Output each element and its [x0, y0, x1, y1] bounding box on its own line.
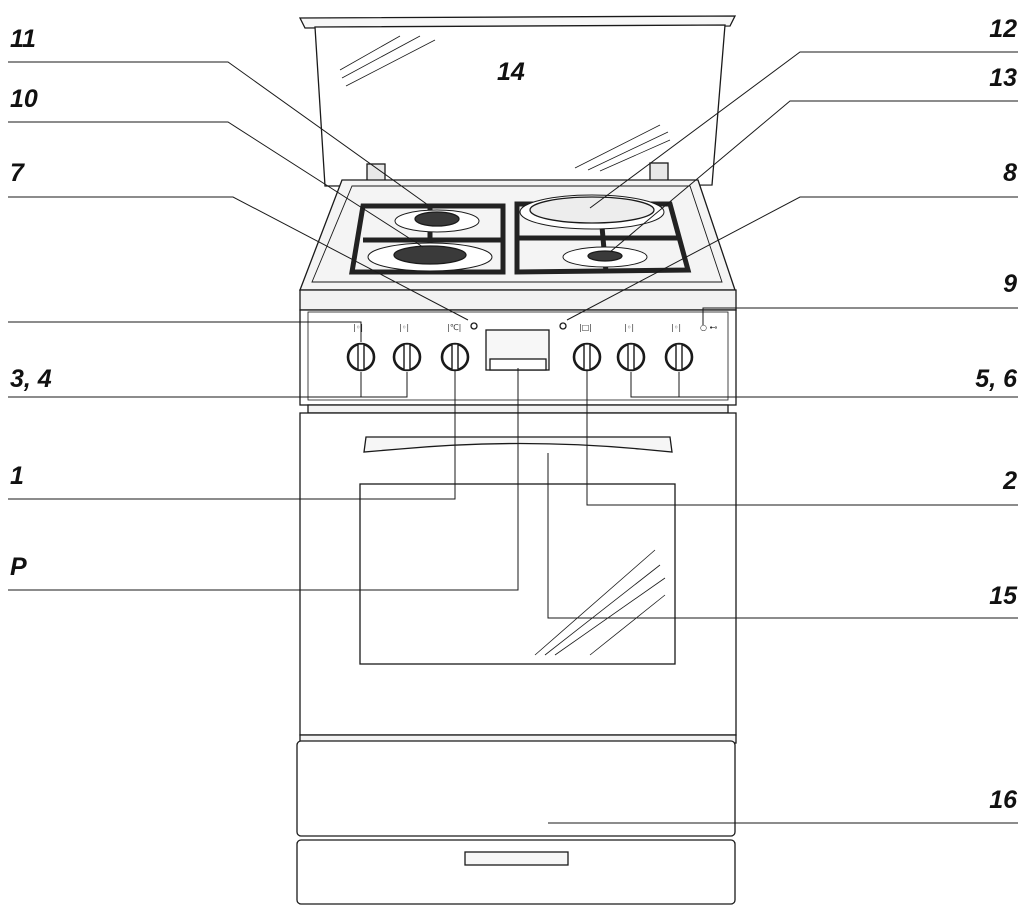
knob-4[interactable] — [392, 342, 422, 372]
callout-labels: 11 10 7 14 12 13 8 9 3, 4 5, 6 1 2 P 15 … — [10, 15, 1018, 814]
knob-symbol-3: |℃| — [447, 323, 461, 332]
callout-10: 10 — [10, 85, 38, 113]
callout-P: P — [10, 553, 27, 581]
callout-5-6: 5, 6 — [975, 365, 1018, 393]
callout-2: 2 — [1002, 467, 1017, 495]
window-glare — [534, 549, 666, 656]
leader-lines — [8, 51, 1018, 824]
callout-14: 14 — [497, 58, 525, 86]
knob-symbol-1: |◦| — [353, 323, 363, 332]
knob-symbols: |◦| |◦| |℃| |□| |◦| |◦| ○ ⊷ — [353, 323, 718, 332]
callout-9: 9 — [1003, 270, 1017, 298]
callout-11: 11 — [10, 25, 36, 53]
knob-6[interactable] — [664, 342, 694, 372]
drawer-handle[interactable] — [464, 851, 569, 866]
knob-1[interactable] — [440, 342, 470, 372]
aux-burner — [587, 250, 623, 262]
callout-8: 8 — [1003, 159, 1017, 187]
oven-door-handle[interactable] — [363, 436, 673, 453]
lid-glare — [339, 35, 671, 172]
right-indicator-lamp — [559, 322, 567, 330]
callout-15: 15 — [989, 582, 1018, 610]
hotplate — [529, 196, 655, 224]
knob-symbol-2: |◦| — [399, 323, 409, 332]
callout-16: 16 — [989, 786, 1018, 814]
knob-symbol-5: |◦| — [624, 323, 634, 332]
knob-2[interactable] — [572, 342, 602, 372]
knob-5[interactable] — [616, 342, 646, 372]
callout-13: 13 — [989, 64, 1017, 92]
callout-7: 7 — [10, 159, 25, 187]
knob-symbol-6: |◦| — [671, 323, 681, 332]
large-burner — [393, 245, 467, 265]
knob-3[interactable] — [346, 342, 376, 372]
small-burner — [414, 211, 460, 227]
callout-12: 12 — [989, 15, 1017, 43]
knob-symbol-4: |□| — [579, 323, 592, 332]
callout-3-4: 3, 4 — [10, 365, 52, 393]
hob — [299, 179, 736, 291]
left-indicator-lamp — [470, 322, 478, 330]
key-lock-symbol: ○ ⊷ — [700, 323, 718, 332]
callout-1: 1 — [10, 462, 24, 490]
storage-drawer — [296, 734, 737, 905]
